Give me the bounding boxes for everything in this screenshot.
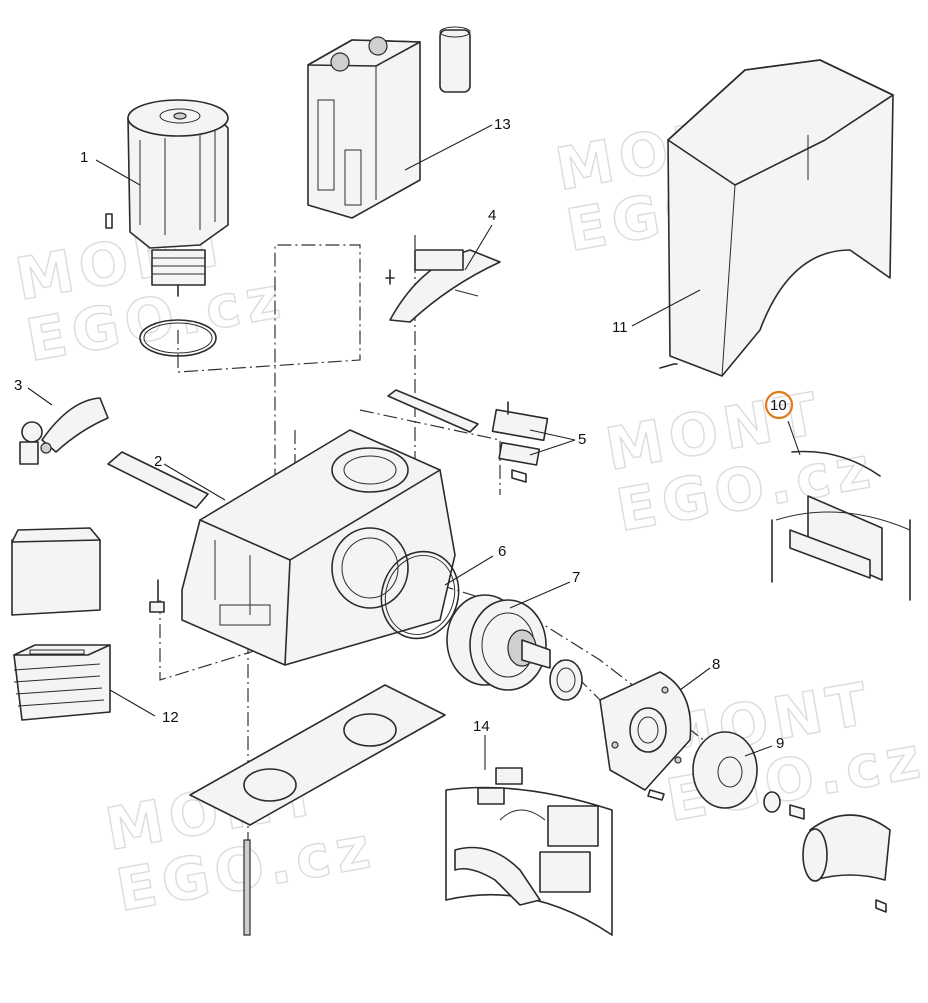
control-unit-icon <box>307 26 471 219</box>
fixing-bracket-icon <box>771 450 911 601</box>
callout-leaders <box>27 124 801 770</box>
callout-11: 11 <box>612 319 628 336</box>
callout-7: 7 <box>572 569 580 586</box>
callout-10: 10 <box>770 397 787 414</box>
release-lever-icon <box>19 397 109 465</box>
o-ring-icon <box>380 550 460 640</box>
limit-switch-bracket-icon <box>385 249 501 323</box>
callout-2: 2 <box>154 453 162 470</box>
cover-plate-icon <box>107 451 209 509</box>
highlight-ring-10 <box>764 390 794 420</box>
magnet-holder-icon <box>387 389 549 483</box>
transformer-icon <box>11 527 165 721</box>
housing-cover-icon <box>659 59 894 377</box>
callout-13: 13 <box>494 116 511 133</box>
callout-8: 8 <box>712 656 720 673</box>
callout-6: 6 <box>498 543 506 560</box>
callout-3: 3 <box>14 377 22 394</box>
pinion-gear-icon <box>692 731 805 820</box>
base-gasket-icon <box>189 684 446 936</box>
callout-1: 1 <box>80 149 88 166</box>
callout-4: 4 <box>488 207 496 224</box>
end-cap-icon <box>802 814 891 913</box>
worm-gear-shaft-icon <box>446 594 583 701</box>
callout-labels: 1 2 3 4 5 6 7 8 9 10 11 12 13 14 <box>14 116 794 752</box>
limit-switch-kit-icon <box>445 767 613 936</box>
callout-9: 9 <box>776 735 784 752</box>
callout-5: 5 <box>578 431 586 448</box>
callout-12: 12 <box>162 709 179 726</box>
electric-motor-icon <box>105 99 229 357</box>
gearbox-housing-icon <box>181 429 456 666</box>
flange-plate-icon <box>599 671 692 801</box>
callout-14: 14 <box>473 718 490 735</box>
